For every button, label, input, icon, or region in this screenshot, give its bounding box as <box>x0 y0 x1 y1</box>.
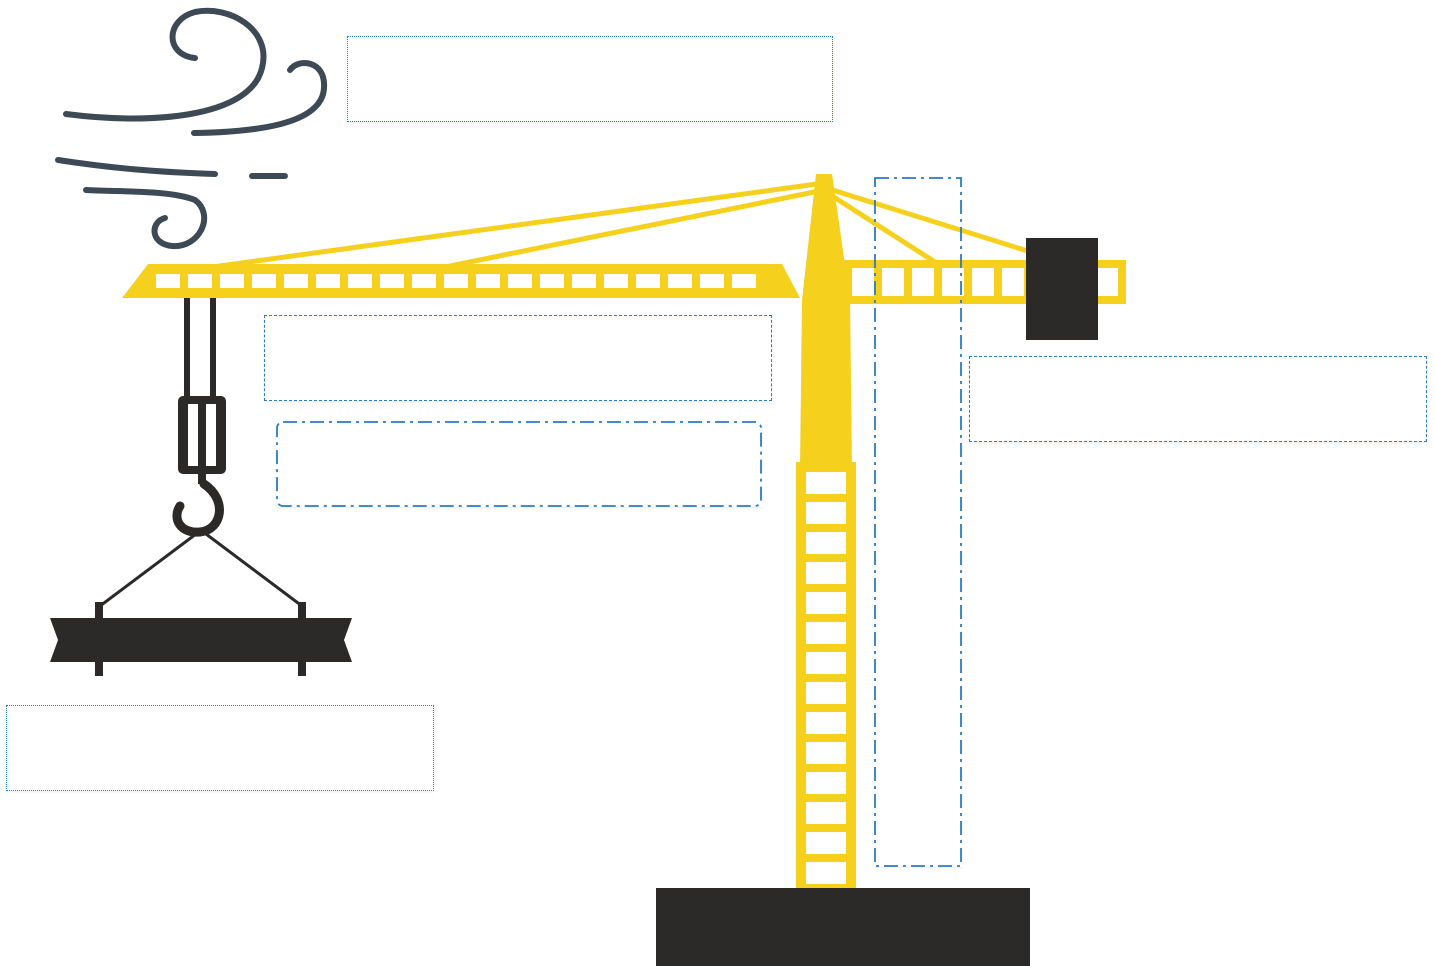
label-box-wind[interactable] <box>347 36 833 122</box>
crane-tower-lattice <box>796 462 856 890</box>
label-box-counterweight[interactable] <box>969 356 1427 442</box>
label-box-load[interactable] <box>6 705 434 791</box>
counterweight-block <box>1026 238 1098 340</box>
steel-beam-icon <box>50 602 352 676</box>
crane-base <box>656 888 1030 966</box>
label-box-border <box>276 421 762 507</box>
label-box-trolley[interactable] <box>276 421 762 507</box>
label-box-border <box>874 177 962 867</box>
wind-icon <box>55 7 328 250</box>
crane-icon <box>122 174 1126 966</box>
crane-mast-top <box>800 174 852 468</box>
label-box-tower[interactable] <box>874 177 962 867</box>
hook-icon <box>99 298 303 608</box>
jib-openings <box>156 274 756 288</box>
label-box-jib[interactable] <box>264 315 772 401</box>
